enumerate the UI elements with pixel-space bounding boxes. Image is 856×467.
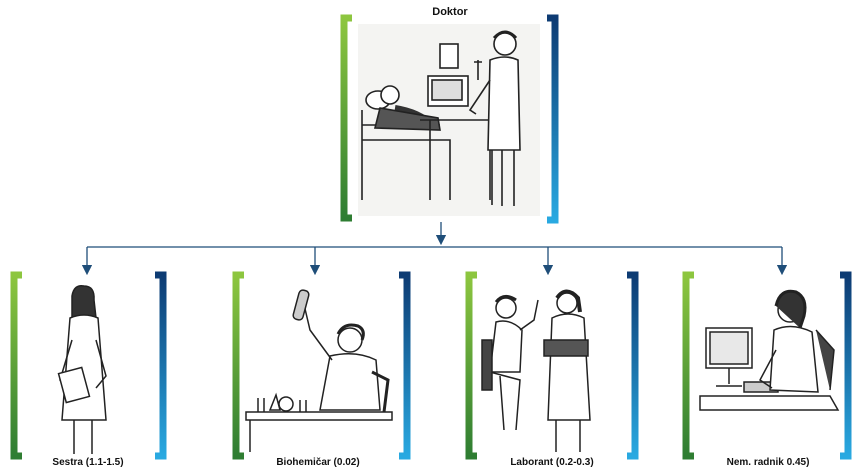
sestra-right-bracket — [155, 275, 163, 456]
root-label: Doktor — [432, 6, 468, 18]
child-node-biohemicar: Biohemičar (0.02) — [236, 275, 407, 467]
biochemist-illustration — [246, 289, 392, 452]
biohemicar-label: Biohemičar (0.02) — [276, 457, 359, 467]
child-node-nem-radnik: Nem. radnik 0.45) — [686, 275, 848, 467]
office-worker-illustration — [700, 291, 838, 410]
doctor-illustration — [358, 24, 540, 216]
biohemicar-right-bracket — [399, 275, 407, 456]
laborant-illustration — [482, 292, 590, 453]
root-node: Doktor — [344, 6, 555, 220]
laborant-right-bracket — [627, 275, 635, 456]
child-node-laborant: Laborant (0.2-0.3) — [469, 275, 635, 467]
child-node-sestra: Sestra (1.1-1.5) — [14, 275, 163, 467]
root-left-bracket — [344, 18, 352, 218]
nem-radnik-left-bracket — [686, 275, 694, 456]
nurse-illustration — [59, 286, 106, 454]
root-right-bracket — [547, 18, 555, 220]
nem-radnik-label: Nem. radnik 0.45) — [727, 457, 810, 467]
laborant-left-bracket — [469, 275, 477, 456]
biohemicar-left-bracket — [236, 275, 244, 456]
connectors — [87, 222, 782, 270]
sestra-left-bracket — [14, 275, 22, 456]
laborant-label: Laborant (0.2-0.3) — [510, 457, 593, 467]
nem-radnik-right-bracket — [840, 275, 848, 456]
sestra-label: Sestra (1.1-1.5) — [52, 457, 123, 467]
